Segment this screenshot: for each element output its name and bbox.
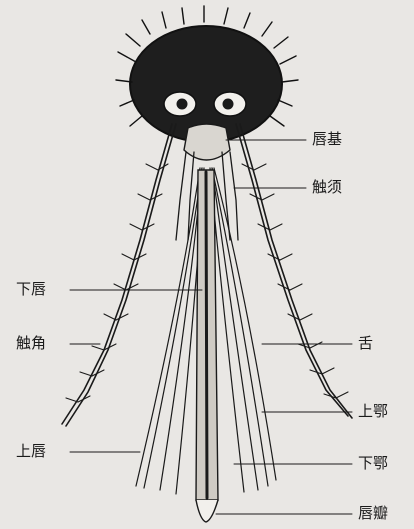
antenna-right [236,124,352,418]
label-maxilla: 上鄂 [358,404,388,419]
clypeus-shape [184,124,230,160]
palp-left [176,152,194,240]
labella-shape [196,500,218,522]
label-labium: 下唇 [16,282,46,297]
label-hypopharynx: 舌 [358,336,373,351]
label-labella: 唇瓣 [358,506,388,521]
label-mandible: 下鄂 [358,456,388,471]
label-antenna: 触角 [16,336,46,351]
head-shape [116,6,298,142]
label-labrum: 上唇 [16,444,46,459]
label-palp: 触须 [312,180,342,195]
label-labial-base: 唇基 [312,132,342,147]
antenna-left [62,124,176,426]
